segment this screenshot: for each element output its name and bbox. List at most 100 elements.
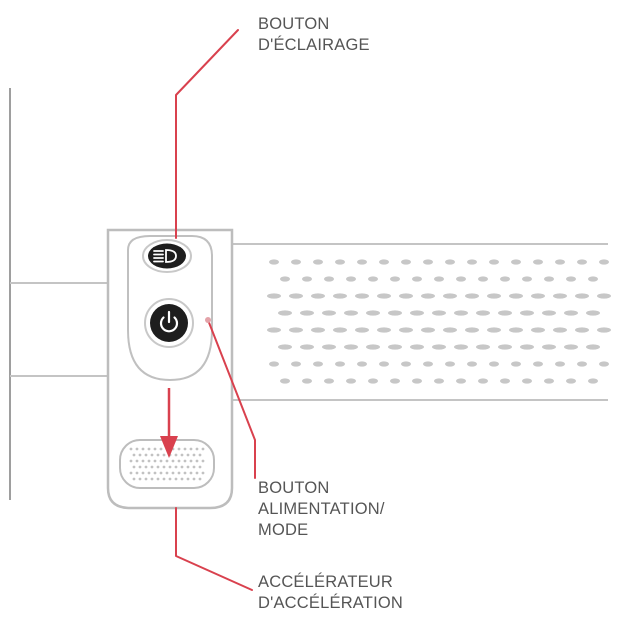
grip-dot [533,259,543,265]
grip-dot [588,276,598,282]
light-button-label: BOUTON D'ÉCLAIRAGE [258,14,370,56]
grip-dot [289,293,303,299]
throttle-dot [159,471,163,475]
grip-dot [302,378,312,384]
grip-dot [500,378,510,384]
grip-dot [280,276,290,282]
throttle-dot [147,459,151,463]
throttle-arrow [160,388,178,458]
throttle-dot [192,465,196,469]
grip-dot [432,310,446,316]
throttle-dot [129,471,133,475]
grip-dot [377,327,391,333]
grip-dot [564,344,578,350]
throttle-dot [141,459,145,463]
grip-dot [454,310,468,316]
throttle-dot [135,447,139,451]
throttle-dot [183,447,187,451]
throttle-dot [144,465,148,469]
throttle-dot [150,465,154,469]
grip-dot [267,327,281,333]
throttle-dot [198,465,202,469]
grip-dot [368,378,378,384]
grip-dot [489,361,499,367]
throttle-dot [132,465,136,469]
grip-dot [355,327,369,333]
throttle-dot [186,477,190,481]
grip-dot [311,327,325,333]
throttle-dot [177,459,181,463]
handlebar-grip [232,243,611,401]
light-button-label-line-1: BOUTON [258,15,330,33]
throttle-dot [138,477,142,481]
grip-dot [555,259,565,265]
grip-dot [335,361,345,367]
grip-dot [333,293,347,299]
grip-dot [313,361,323,367]
grip-dot [520,344,534,350]
throttle-dot [195,471,199,475]
throttle-dot [156,477,160,481]
grip-dot [300,344,314,350]
grip-dot [487,327,501,333]
throttle-dot [201,447,205,451]
grip-dot [467,361,477,367]
power-button-label-line-2: ALIMENTATION/ [258,500,385,518]
throttle-dot [132,477,136,481]
grip-dot [313,259,323,265]
headlight-icon [153,249,177,263]
grip-dot [445,361,455,367]
grip-dot [355,293,369,299]
throttle-dot [201,459,205,463]
grip-dot [269,259,279,265]
grip-dot [553,327,567,333]
grip-dot [401,259,411,265]
grip-dot [421,293,435,299]
grip-dot [346,378,356,384]
grip-dot [322,310,336,316]
throttle-dot [183,471,187,475]
throttle-dot [195,459,199,463]
throttle-dot [150,477,154,481]
throttle-dot [153,459,157,463]
grip-dot [377,293,391,299]
grip-dot [478,276,488,282]
grip-dot [324,276,334,282]
light-button[interactable] [142,239,192,273]
grip-dot [324,378,334,384]
throttle-dot [135,471,139,475]
grip-dot [278,310,292,316]
throttle-dot [135,459,139,463]
grip-dot [344,310,358,316]
grip-dot [410,344,424,350]
grip-dot [509,293,523,299]
grip-dot [300,310,314,316]
light-button-label-line-2: D'ÉCLAIRAGE [258,36,370,54]
throttle-dot [189,459,193,463]
grip-dot [434,276,444,282]
grip-dot [388,344,402,350]
throttle-dot [156,465,160,469]
throttle-dot [180,477,184,481]
grip-dot [544,276,554,282]
throttle-dot [141,471,145,475]
power-mode-button[interactable] [144,298,194,348]
throttle-label: ACCÉLÉRATEUR D'ACCÉLÉRATION [258,572,403,614]
grip-dot [456,276,466,282]
grip-dot [577,361,587,367]
handlebar-tube [10,282,110,377]
grip-dot [366,344,380,350]
grip-dot [575,293,589,299]
grip-dot [366,310,380,316]
grip-dot [498,310,512,316]
throttle-dot [147,447,151,451]
grip-dot [399,327,413,333]
throttle-dot [183,459,187,463]
grip-dot [346,276,356,282]
light-button-leader [175,29,239,239]
grip-dot [335,259,345,265]
grip-dot [531,327,545,333]
grip-dot [597,327,611,333]
grip-dot [291,259,301,265]
